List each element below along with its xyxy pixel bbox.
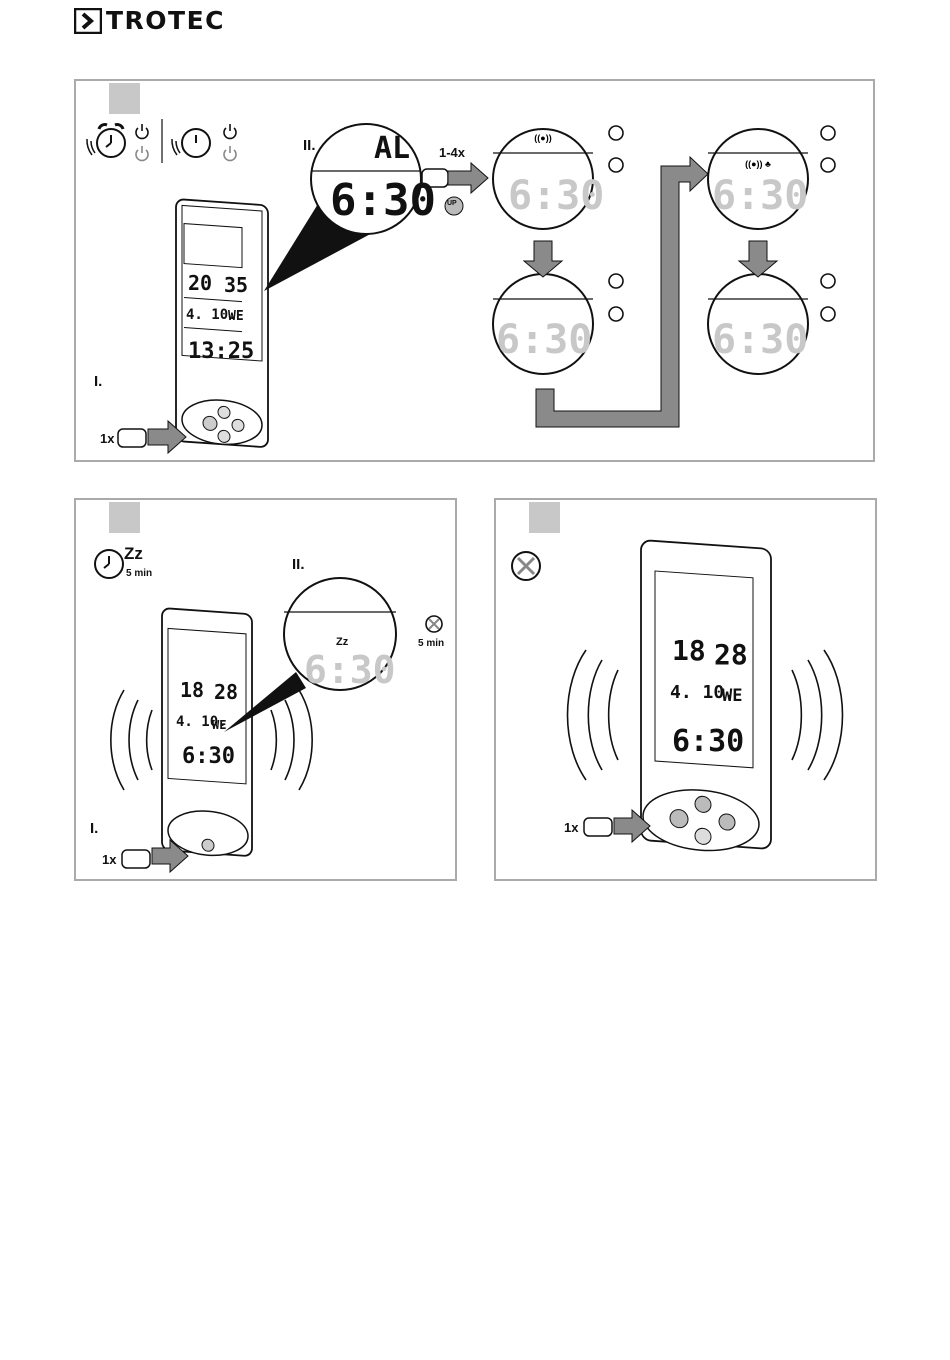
alarm-clock-icon (821, 158, 835, 172)
panel-snooze: Zz 5 min II. Zz 6:30 5 min 18 28 4. 10. … (74, 498, 457, 881)
alarm-clock-icon (172, 129, 210, 157)
device-humidity: 28 (714, 638, 748, 671)
arrow-right-icon (448, 163, 488, 193)
svg-text:((●)): ((●)) (534, 133, 551, 143)
panel-alarm-setting: ((●)) ((●)) ♣ (74, 79, 875, 462)
panel-alarm-off: 18 28 4. 10. WE 6:30 1x (494, 498, 877, 881)
weather-station-device (162, 608, 252, 858)
press-range-label: 1-4x (439, 145, 465, 160)
alarm-clock-icon (609, 126, 623, 140)
hand-press-icon (122, 850, 150, 868)
press-once-label: 1x (102, 852, 116, 867)
alarm-clock-icon (87, 125, 125, 157)
hand-press-icon (584, 818, 612, 836)
step-ii-label: II. (303, 137, 316, 154)
up-button-label: UP (447, 200, 457, 207)
alarm-clock-icon (609, 274, 623, 288)
ghost-time: 6:30 (304, 648, 396, 692)
snooze-zz: Zz (336, 636, 348, 648)
alarm-clock-icon (821, 274, 835, 288)
power-icon (224, 124, 236, 138)
device-weekday: WE (212, 718, 226, 732)
arrow-down-icon (524, 241, 562, 277)
snooze-duration-right: 5 min (418, 638, 444, 649)
device-clock: 6:30 (182, 744, 235, 769)
alarm-clock-icon (95, 550, 123, 578)
device-temp: 20 (188, 271, 212, 295)
alarm-clock-icon (609, 158, 623, 172)
device-temp: 18 (672, 634, 706, 667)
hand-press-icon (118, 429, 146, 447)
svg-text:((●)) ♣: ((●)) ♣ (745, 159, 771, 169)
weather-station-device (176, 199, 268, 447)
power-icon (224, 146, 236, 160)
alarm-off-icon (426, 616, 442, 632)
alarm-clock-icon (821, 126, 835, 140)
device-weekday: WE (722, 686, 742, 706)
press-once-label: 1x (100, 431, 114, 446)
ghost-time-1: 6:30 (508, 173, 604, 219)
step-i-label: I. (90, 820, 98, 837)
snooze-duration: 5 min (126, 568, 152, 579)
trotec-logo-icon (74, 8, 102, 34)
alarm-clock-icon (609, 307, 623, 321)
brand-logo: TROTEC (74, 8, 274, 36)
ghost-time-3: 6:30 (712, 173, 808, 219)
alarm-off-icon (512, 552, 540, 580)
brand-name: TROTEC (106, 6, 225, 35)
ghost-time-2: 6:30 (496, 317, 592, 363)
device-humidity: 35 (224, 273, 248, 297)
step-i-label: I. (94, 373, 102, 390)
power-icon (136, 146, 148, 160)
step-ii-label: II. (292, 556, 305, 573)
ghost-time-4: 6:30 (712, 317, 808, 363)
lcd-al: AL (374, 131, 410, 166)
device-clock: 6:30 (672, 724, 744, 759)
device-humidity: 28 (214, 680, 238, 704)
power-icon (136, 124, 148, 138)
alarm-clock-icon (821, 307, 835, 321)
device-temp: 18 (180, 678, 204, 702)
device-weekday: WE (228, 309, 244, 324)
device-clock: 13:25 (188, 339, 254, 364)
lcd-alarm-time: 6:30 (330, 175, 436, 226)
arrow-down-icon (739, 241, 777, 277)
snooze-symbol: Zz (124, 544, 143, 564)
press-once-label: 1x (564, 820, 578, 835)
